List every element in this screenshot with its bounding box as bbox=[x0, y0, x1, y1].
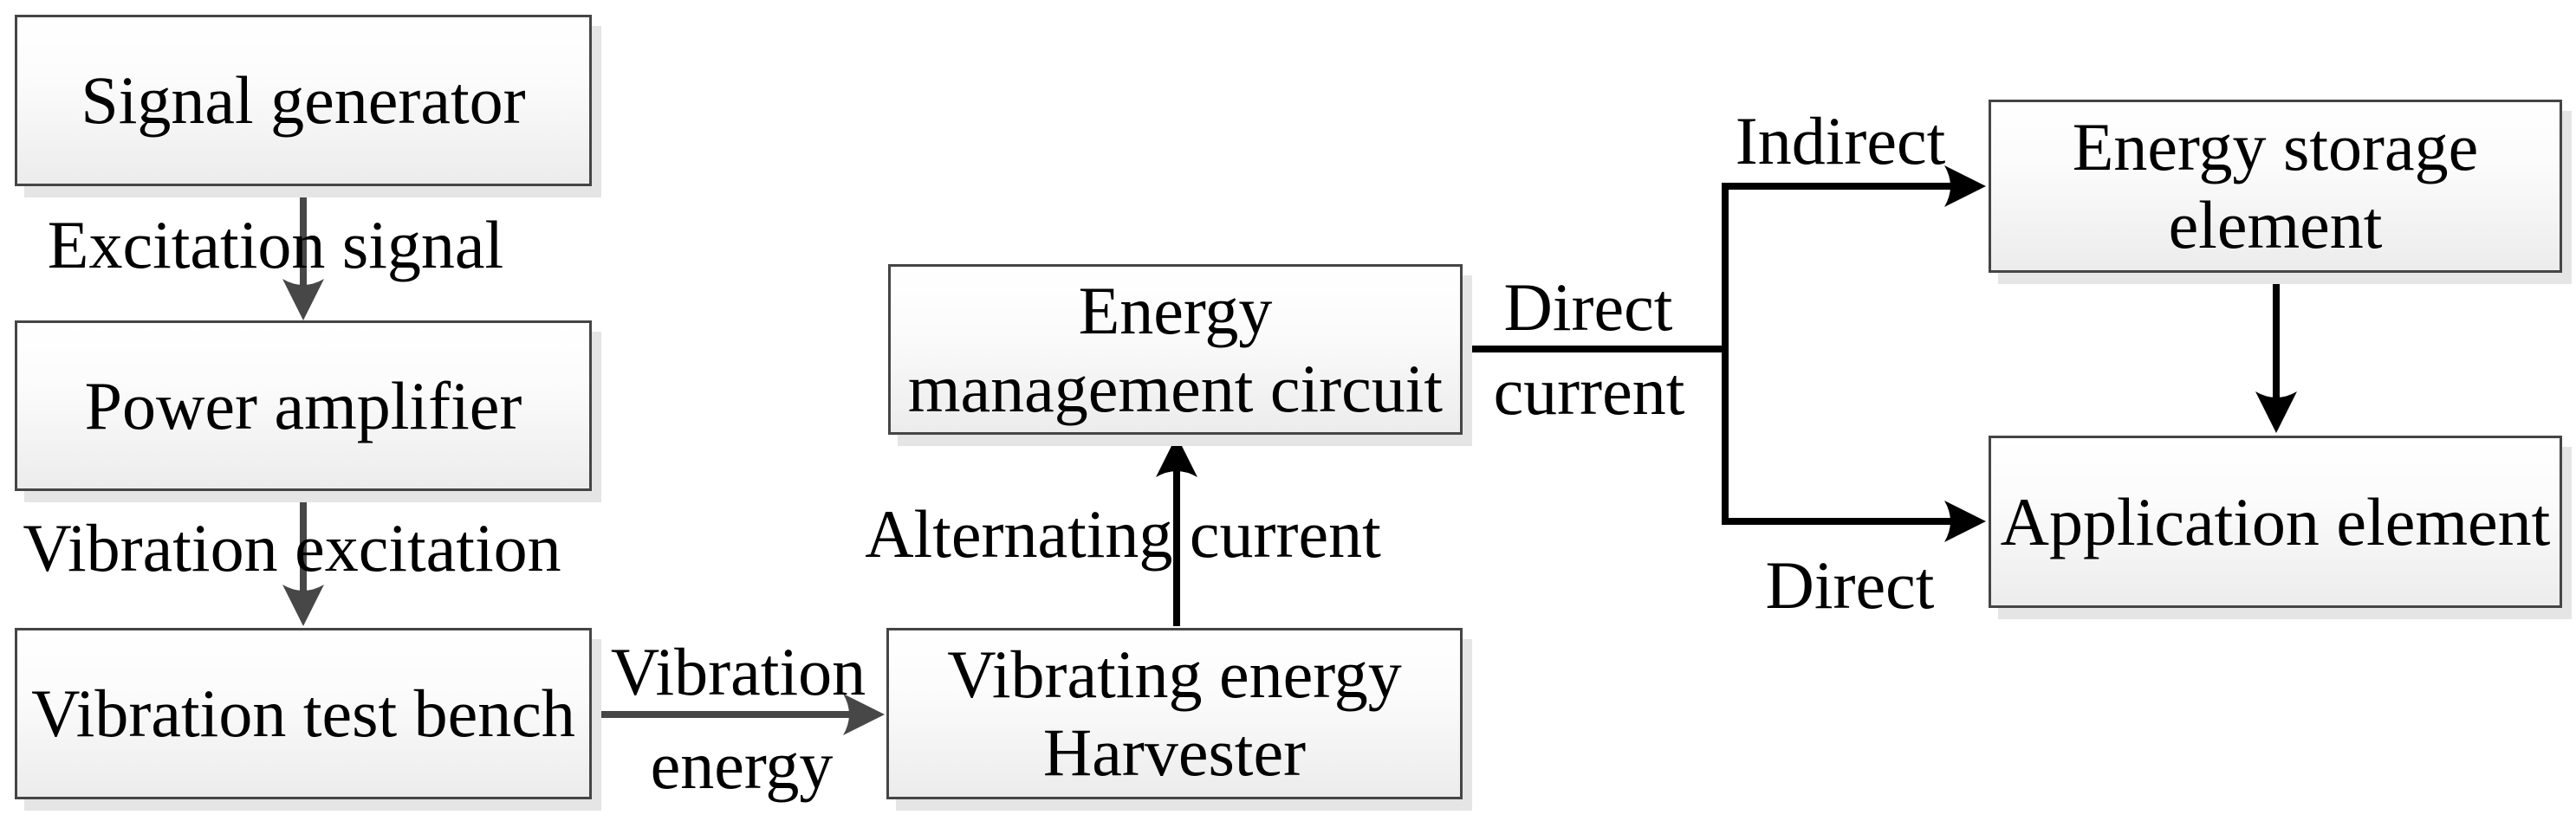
excitation-signal-arrowhead-icon bbox=[282, 279, 324, 320]
box-application-element: Application element bbox=[1989, 436, 2562, 608]
edge-label-vibration-energy-line1: Vibration bbox=[610, 634, 866, 709]
edge-label-direct-current-line2: current bbox=[1493, 353, 1685, 429]
vibration-energy-arrowhead-icon bbox=[843, 694, 885, 735]
direct-current-trunk-line bbox=[1464, 183, 1729, 525]
box-vibration-test-bench: Vibration test bench bbox=[15, 628, 592, 799]
edge-label-indirect: Indirect bbox=[1735, 103, 1946, 178]
edge-label-alternating-current: Alternating current bbox=[865, 496, 1381, 572]
box-application-element-label: Application element bbox=[2000, 483, 2551, 559]
box-power-amplifier-label: Power amplifier bbox=[84, 367, 522, 443]
vibration-excitation-arrowhead-icon bbox=[282, 585, 324, 626]
storage-to-application-arrowhead-icon bbox=[2255, 391, 2297, 433]
box-vibration-test-bench-label: Vibration test bench bbox=[31, 676, 575, 751]
box-energy-management-circuit-line1: Energy bbox=[1078, 272, 1273, 348]
edge-label-excitation-signal: Excitation signal bbox=[47, 207, 504, 282]
box-energy-storage-element-line2: element bbox=[2168, 187, 2383, 262]
box-signal-generator-label: Signal generator bbox=[81, 62, 526, 138]
box-vibrating-energy-harvester: Vibrating energy Harvester bbox=[886, 628, 1463, 799]
box-energy-storage-element: Energy storage element bbox=[1989, 100, 2562, 273]
indirect-arrowhead-icon bbox=[1944, 165, 1986, 207]
box-vibrating-energy-harvester-line2: Harvester bbox=[1042, 714, 1307, 790]
edge-label-direct-current-line1: Direct bbox=[1503, 269, 1673, 345]
box-energy-management-circuit: Energy management circuit bbox=[888, 264, 1463, 435]
box-vibrating-energy-harvester-line1: Vibrating energy bbox=[947, 637, 1402, 712]
box-signal-generator: Signal generator bbox=[15, 15, 592, 186]
edge-label-direct: Direct bbox=[1765, 547, 1935, 623]
edge-label-vibration-excitation: Vibration excitation bbox=[23, 510, 561, 585]
box-energy-storage-element-line1: Energy storage bbox=[2072, 109, 2479, 184]
direct-arrowhead-icon bbox=[1944, 501, 1986, 542]
alternating-current-arrowhead-icon bbox=[1156, 436, 1197, 477]
edge-label-vibration-energy-line2: energy bbox=[650, 727, 834, 803]
box-energy-management-circuit-line2: management circuit bbox=[907, 350, 1444, 426]
box-power-amplifier: Power amplifier bbox=[15, 320, 592, 491]
